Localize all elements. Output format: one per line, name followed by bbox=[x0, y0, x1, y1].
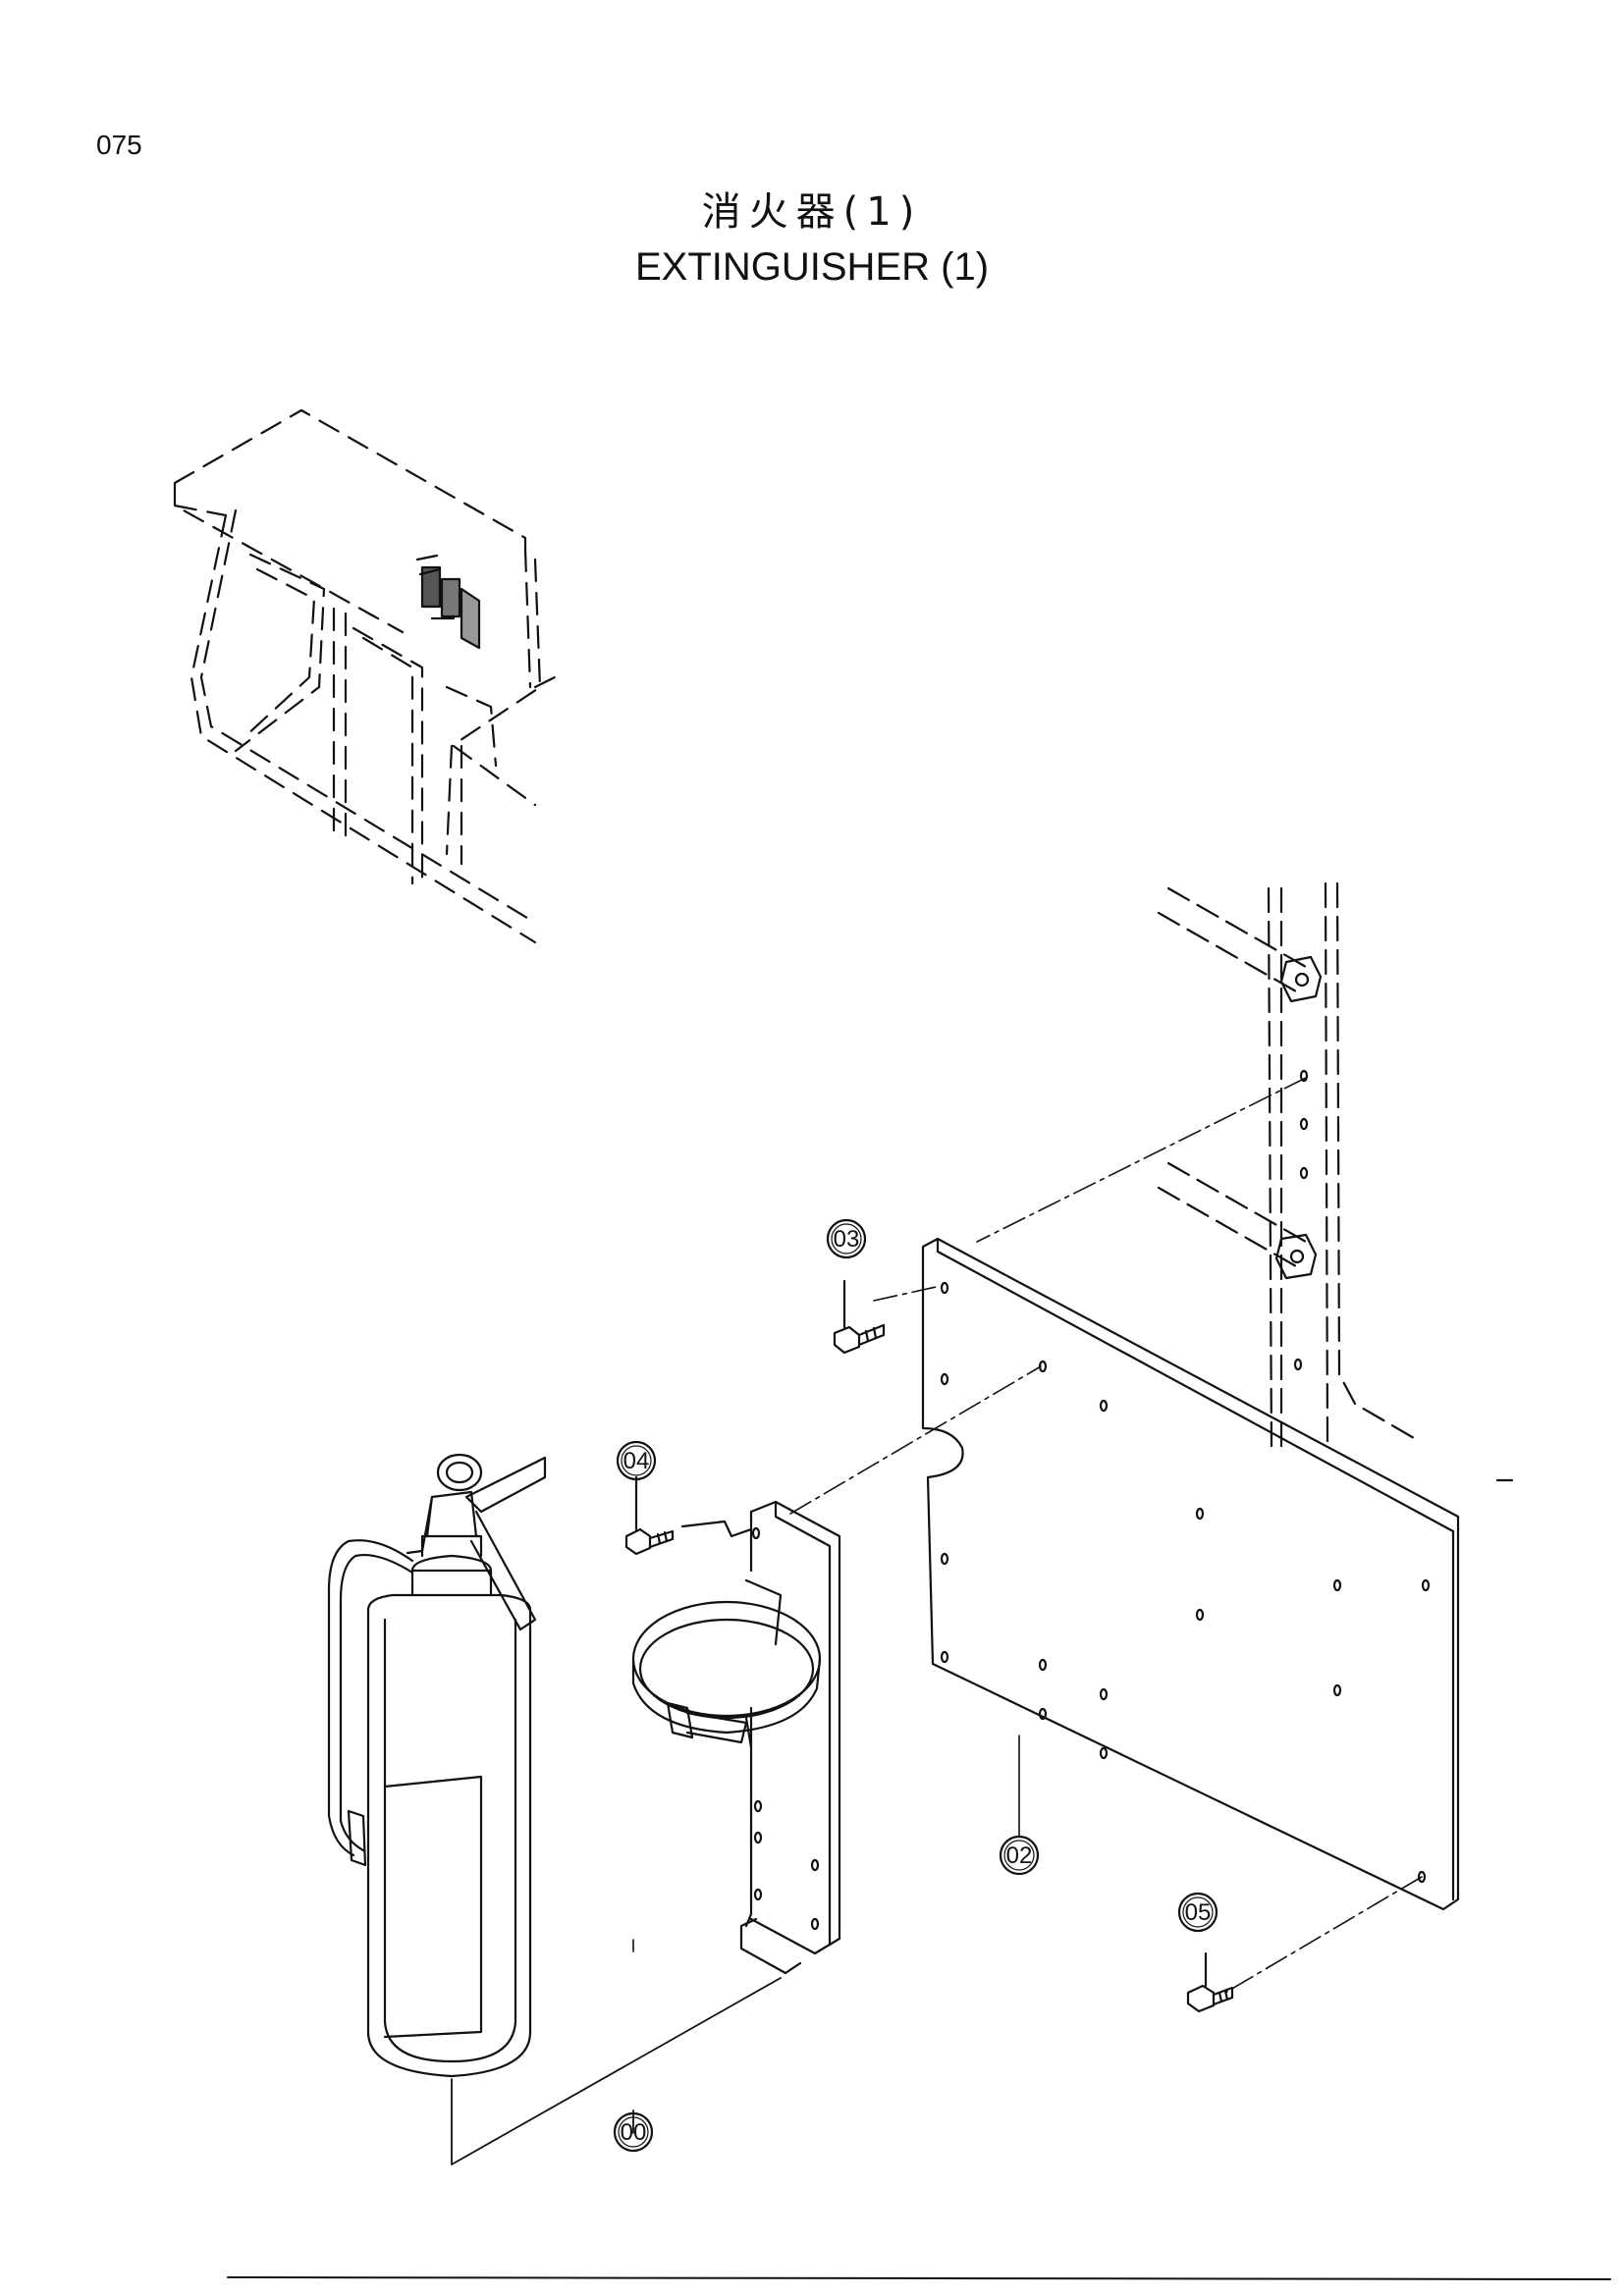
callout-03-label: 03 bbox=[834, 1226, 860, 1253]
fire-extinguisher bbox=[327, 1453, 547, 2078]
mounting-plate bbox=[921, 1237, 1460, 1911]
callout-00: 00 bbox=[613, 2111, 654, 2153]
callout-05-label: 05 bbox=[1185, 1899, 1212, 1926]
callout-05: 05 bbox=[1177, 1892, 1218, 1933]
page-number: 075 bbox=[96, 130, 142, 160]
callout-02-label: 02 bbox=[1006, 1842, 1033, 1869]
bolt-04 bbox=[624, 1475, 753, 1556]
title-english: EXTINGUISHER (1) bbox=[634, 245, 990, 289]
callout-00-label: 00 bbox=[621, 2119, 647, 2146]
leader-lines bbox=[632, 1077, 1423, 1994]
callout-03: 03 bbox=[826, 1218, 867, 1259]
callout-04: 04 bbox=[616, 1440, 657, 1481]
callout-04-label: 04 bbox=[623, 1448, 650, 1474]
extinguisher-location-marker bbox=[415, 554, 481, 650]
cab-overview-illustration bbox=[173, 408, 557, 944]
bolt-05 bbox=[1186, 1951, 1234, 2013]
callout-02: 02 bbox=[999, 1835, 1040, 1876]
plate-holes bbox=[940, 1281, 1431, 1884]
title-chinese: 消火器(1) bbox=[701, 189, 923, 235]
frame-bolts bbox=[1274, 955, 1514, 1482]
bolt-03 bbox=[833, 1279, 886, 1355]
frame-pillar bbox=[1157, 881, 1416, 1455]
title-block: 消火器(1) EXTINGUISHER (1) bbox=[0, 185, 1624, 294]
bottom-rule bbox=[227, 2276, 1611, 2280]
extinguisher-bracket bbox=[631, 1500, 841, 1975]
